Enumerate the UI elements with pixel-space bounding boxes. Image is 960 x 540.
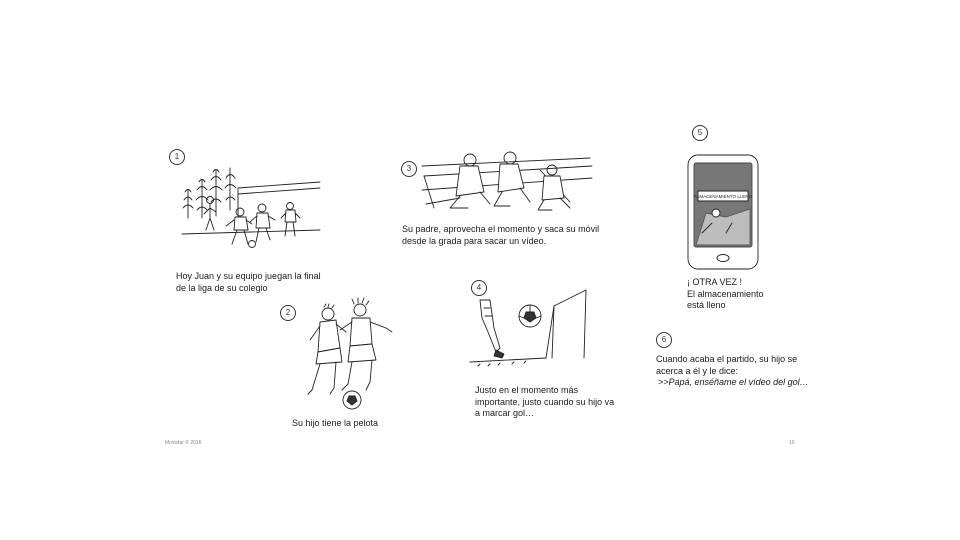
panel-3-caption: Su padre, aprovecha el momento y saca su… [402,224,600,246]
soccer-ball-flying [518,304,542,328]
panel-2-illustration-son-with-ball [307,297,393,410]
soccer-ball [342,390,362,410]
panel-2-caption: Su hijo tiene la pelota [292,418,379,428]
phone-alert-text: ALMACENAMIENTO LLENO [694,194,753,199]
phone-home-button [716,254,730,262]
panel-1-number: 1 [169,149,185,165]
panel-1-caption: Hoy Juan y su equipo juegan la final de … [176,271,321,293]
footer-page-number: 10 [789,440,795,446]
panel-6-caption: Cuando acaba el partido, su hijo se acer… [656,354,809,387]
panel-6-number: 6 [656,332,672,348]
footer-copyright: Movistar © 2016 [165,440,202,446]
panel-6-quote: >>Papá, enséñame el vídeo del gol… [658,377,809,387]
panel-2-number: 2 [280,305,296,321]
panel-5-caption: ¡ OTRA VEZ ! El almacenamiento está llen… [687,277,764,310]
trees-sketch [182,167,237,219]
panel-5-illustration-phone-storage-full: ALMACENAMIENTO LLENO [687,154,759,270]
panel-3-number: 3 [401,161,417,177]
panel-4-illustration-goal-shot [469,289,587,367]
panel-1-illustration-kids-playing [181,167,321,248]
panel-4-caption: Justo en el momento más importante, just… [475,385,615,418]
panel-3-illustration-father-in-stands [421,151,593,211]
panel-4-number: 4 [471,280,487,296]
panel-5-number: 5 [692,125,708,141]
